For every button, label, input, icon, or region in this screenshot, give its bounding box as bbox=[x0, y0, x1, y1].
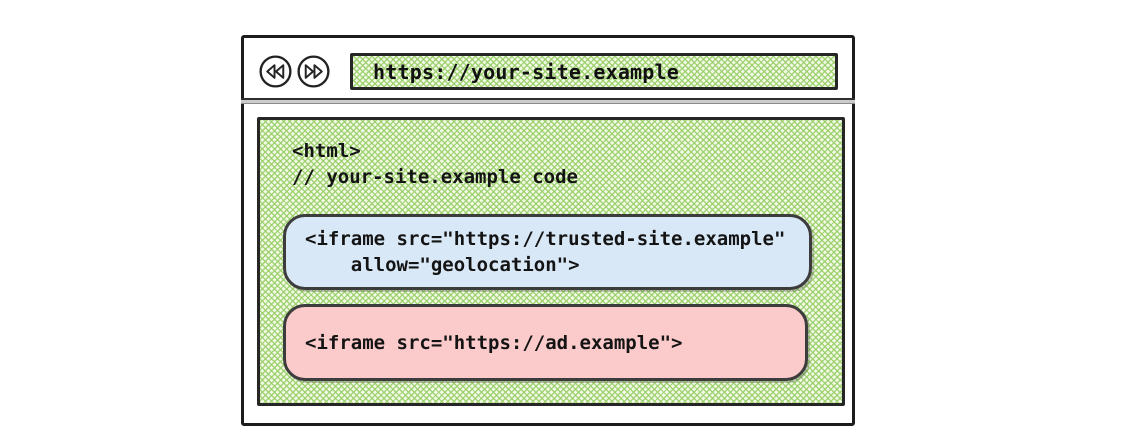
ad-iframe-code-line1: <iframe src="https://ad.example"> bbox=[305, 331, 683, 354]
source-comment: // your-site.example code bbox=[292, 166, 578, 188]
forward-button[interactable] bbox=[296, 54, 331, 89]
address-url: https://your-site.example bbox=[373, 59, 680, 84]
trusted-iframe-box: <iframe src="https://trusted-site.exampl… bbox=[283, 214, 812, 290]
html-open-tag: <html> bbox=[292, 140, 361, 162]
back-button[interactable] bbox=[258, 54, 293, 89]
toolbar-divider bbox=[241, 98, 855, 104]
fast-forward-icon bbox=[297, 55, 330, 88]
browser-window: https://your-site.example <html> // your… bbox=[241, 35, 855, 426]
trusted-iframe-code-line1: <iframe src="https://trusted-site.exampl… bbox=[305, 228, 786, 250]
trusted-iframe-code-line2: allow="geolocation"> bbox=[305, 254, 580, 276]
ad-iframe-box: <iframe src="https://ad.example"> bbox=[283, 304, 808, 381]
page-content-panel: <html> // your-site.example code <iframe… bbox=[257, 117, 845, 406]
address-bar[interactable]: https://your-site.example bbox=[350, 53, 838, 90]
page-source-code: <html> // your-site.example code bbox=[292, 138, 578, 190]
rewind-icon bbox=[259, 55, 292, 88]
